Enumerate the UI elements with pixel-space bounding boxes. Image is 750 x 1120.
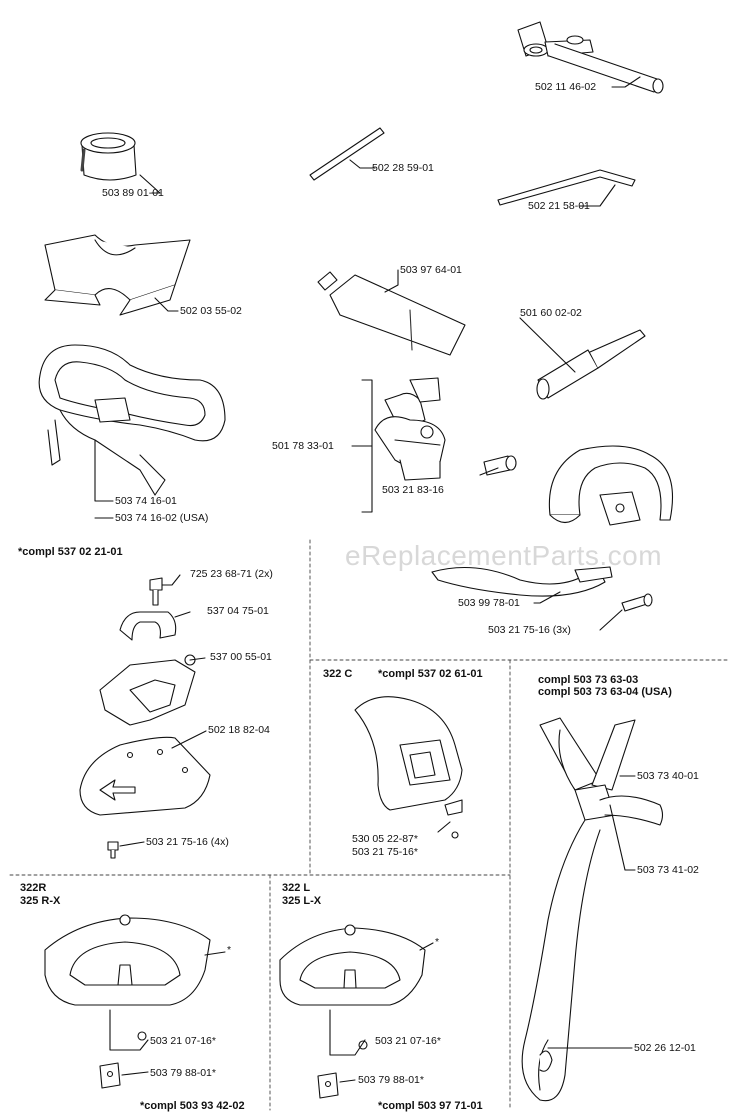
handle-strap-leader: [94, 439, 114, 502]
pin-leader: [349, 159, 376, 169]
kit-clamp-leader: [174, 611, 191, 618]
guard-r-title: *compl 503 93 42-02: [140, 1100, 245, 1112]
kit-bracket-leader: [189, 657, 206, 661]
hex-key-leader: [579, 184, 616, 207]
guard-l-model-2: 325 L-X: [282, 895, 322, 907]
handle-band-part: [431, 566, 613, 597]
collar-label: 503 89 01-01: [102, 187, 164, 199]
guard-322r-star-leader: [204, 951, 226, 956]
grease-tube-label: 503 97 64-01: [400, 264, 462, 276]
harness-leader-2: [609, 804, 636, 871]
kit-322c-model: 322 C: [323, 668, 353, 680]
watermark: eReplacementParts.com: [345, 540, 663, 571]
guard-r-plate-label: 503 79 88-01*: [150, 1067, 216, 1079]
pin-label: 502 28 59-01: [372, 162, 434, 174]
collar-leader: [139, 174, 161, 194]
kit-322c-part-1: 530 05 22-87*: [352, 833, 418, 845]
guard-322r-screw-leader: [109, 1009, 149, 1051]
kit-guard-part: [79, 736, 211, 816]
guard-l-title: *compl 503 97 71-01: [378, 1100, 483, 1112]
handle-band-leader: [533, 591, 561, 604]
guard-r-model-2: 325 R-X: [20, 895, 61, 907]
collar-part: [80, 132, 137, 181]
kit-guard-label: 502 18 82-04: [208, 724, 270, 736]
guard-322r-part: [44, 914, 211, 1006]
harness-part-1: 503 73 40-01: [637, 770, 699, 782]
clamp-kit-label: 501 78 33-01: [272, 440, 334, 452]
clamp-screw-label: 503 21 83-16: [382, 484, 444, 496]
guard-322l-plate-leader: [339, 1079, 356, 1083]
handle-strap-part: [38, 344, 226, 496]
harness-part-2: 503 73 41-02: [637, 864, 699, 876]
grease-tube-part: [317, 271, 466, 356]
kit-clamp-part: [119, 611, 177, 641]
hex-key-label: 502 21 58-01: [528, 200, 590, 212]
file-tool-leader: [519, 317, 576, 373]
kit-537-02-21-title: *compl 537 02 21-01: [18, 546, 123, 558]
kit-322c-title: *compl 537 02 61-01: [378, 668, 483, 680]
section-dividers: [9, 539, 729, 1111]
guard-l-star: *: [435, 936, 440, 948]
guard-322l-screw-part: [358, 1040, 368, 1050]
handle-screw-leader: [599, 609, 623, 631]
file-tool-label: 501 60 02-02: [520, 307, 582, 319]
guard-r-model-1: 322R: [20, 882, 47, 894]
guard-l-screw-label: 503 21 07-16*: [375, 1035, 441, 1047]
kit-screw-part: [149, 577, 163, 606]
deflector-plate-part: [44, 234, 191, 316]
pin-part: [309, 127, 385, 181]
guard-322r-plate-leader: [121, 1071, 149, 1076]
handle-band-label: 503 99 78-01: [458, 597, 520, 609]
guard-322l-star-leader: [419, 942, 434, 951]
guard-322r-screw-part: [137, 1031, 147, 1041]
guard-322c-screw-part: [444, 799, 463, 839]
guard-l-model-1: 322 L: [282, 882, 311, 894]
file-tool-part: [536, 329, 646, 400]
kit-guard-screw-part: [107, 841, 119, 859]
guard-322l-part: [279, 924, 426, 1006]
guard-322l-screw-leader: [329, 1009, 366, 1056]
grease-tube-leader: [384, 269, 399, 293]
handle-strap-label-1: 503 74 16-01: [115, 495, 177, 507]
handle-strap-label-2: 503 74 16-02 (USA): [115, 512, 209, 524]
hex-key-part: [497, 169, 636, 206]
loop-handle-part: [548, 445, 674, 526]
kit-bracket-part: [99, 654, 196, 726]
guard-322c-leader: [437, 821, 451, 833]
kit-screw-label: 725 23 68-71 (2x): [190, 568, 273, 580]
clamp-screw-part: [483, 455, 517, 476]
guard-r-screw-label: 503 21 07-16*: [150, 1035, 216, 1047]
handle-screw-label: 503 21 75-16 (3x): [488, 624, 571, 636]
socket-wrench-leader: [611, 76, 641, 88]
harness-title-2: compl 503 73 63-04 (USA): [538, 686, 672, 698]
kit-guard-screw-leader: [119, 841, 145, 847]
handle-screw-part: [621, 593, 653, 612]
kit-guard-screws-label: 503 21 75-16 (4x): [146, 836, 229, 848]
guard-r-star: *: [227, 944, 232, 956]
deflector-plate-label: 502 03 55-02: [180, 305, 242, 317]
deflector-plate-leader: [154, 297, 179, 312]
socket-wrench-part: [517, 21, 664, 94]
guard-322c-part: [354, 696, 463, 811]
harness-part: [521, 717, 664, 1102]
socket-wrench-label: 502 11 46-02: [535, 81, 597, 93]
guard-322l-plate-part: [317, 1072, 339, 1099]
harness-part-3: 502 26 12-01: [634, 1042, 696, 1054]
kit-322c-part-2: 503 21 75-16*: [352, 846, 418, 858]
kit-clamp-label: 537 04 75-01: [207, 605, 269, 617]
kit-guard-leader: [171, 730, 207, 749]
harness-title-1: compl 503 73 63-03: [538, 674, 639, 686]
clamp-screw-leader: [479, 467, 499, 476]
guard-322r-plate-part: [99, 1062, 121, 1089]
kit-bracket-label: 537 00 55-01: [210, 651, 272, 663]
kit-screw-leader: [161, 574, 181, 586]
guard-l-plate-label: 503 79 88-01*: [358, 1074, 424, 1086]
clamp-kit-part: [374, 377, 446, 481]
